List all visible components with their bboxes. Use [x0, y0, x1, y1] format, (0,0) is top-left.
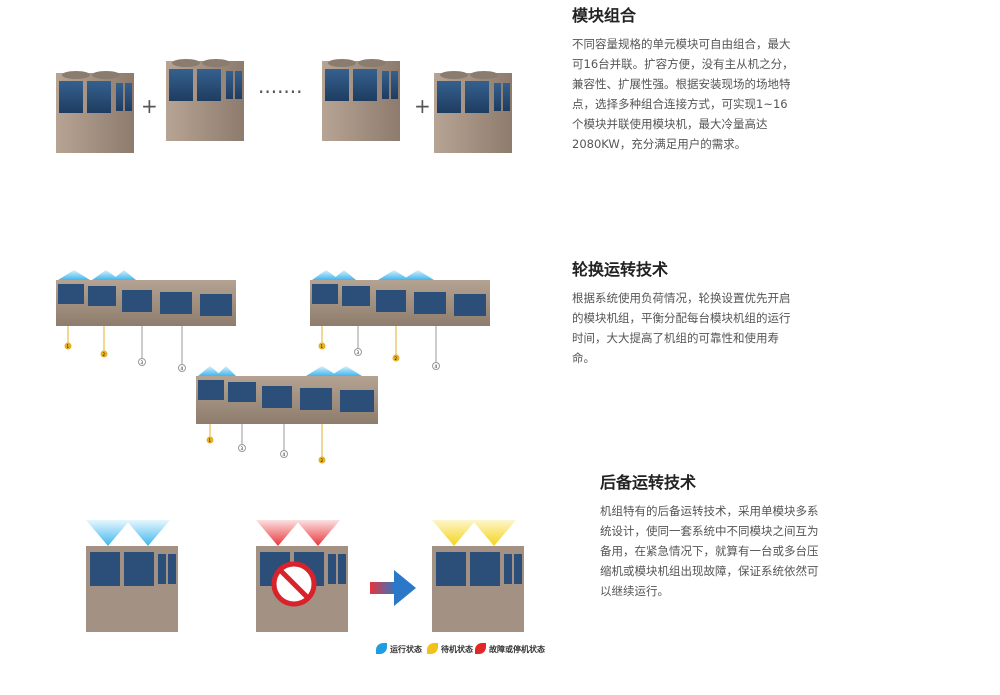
legend-swatch-fault-icon — [475, 643, 486, 654]
legend-label-running: 运行状态 — [390, 645, 422, 654]
plus-sign-1: + — [141, 94, 158, 118]
text-line: 兼容性、扩展性强。根据安装现场的场地特 — [572, 77, 791, 91]
legend-swatch-running-icon — [376, 643, 387, 654]
text-line: 2080KW，充分满足用户的需求。 — [572, 137, 747, 151]
module-unit-1 — [56, 71, 134, 153]
svg-text:1: 1 — [321, 344, 324, 349]
text-line: 时间，大大提高了机组的可靠性和使用寿 — [572, 331, 779, 345]
text-line: 个模块并联使用模块机，最大冷量高达 — [572, 117, 768, 131]
svg-text:4: 4 — [283, 452, 286, 457]
rotation-group-3: 1 3 4 2 — [196, 366, 378, 464]
svg-text:3: 3 — [241, 446, 244, 451]
text-line: 点，选择多种组合连接方式，可实现1~16 — [572, 97, 788, 111]
section-text-combo: 不同容量规格的单元模块可自由组合，最大 可16台并联。扩容方便，没有主从机之分，… — [572, 34, 832, 154]
svg-text:1: 1 — [67, 344, 70, 349]
status-legend: 运行状态 待机状态 故障或停机状态 — [376, 642, 576, 658]
module-unit-2 — [166, 59, 244, 141]
legend-label-fault: 故障或停机状态 — [489, 645, 545, 654]
section-text-backup: 机组特有的后备运转技术，采用单模块多系 统设计，使同一套系统中不同模块之间互为 … — [600, 501, 840, 601]
rotation-group-1: 1 2 3 4 — [56, 270, 236, 372]
ellipsis-dots: ······· — [258, 80, 303, 104]
text-line: 缩机或模块机组出现故障，保证系统依然可 — [600, 564, 819, 578]
legend-label-standby: 待机状态 — [441, 645, 473, 654]
section-title-backup: 后备运转技术 — [600, 473, 697, 492]
section-title-combo: 模块组合 — [572, 6, 637, 25]
text-line: 备用，在紧急情况下，就算有一台或多台压 — [600, 544, 819, 558]
text-line: 机组特有的后备运转技术，采用单模块多系 — [600, 504, 819, 518]
backup-unit-running — [86, 520, 178, 632]
svg-text:3: 3 — [357, 350, 360, 355]
plus-sign-2: + — [414, 94, 431, 118]
section-title-rotation: 轮换运转技术 — [572, 260, 669, 279]
module-unit-3 — [322, 59, 400, 141]
text-line: 根据系统使用负荷情况，轮换设置优先开启 — [572, 291, 791, 305]
svg-text:3: 3 — [141, 360, 144, 365]
text-line: 可16台并联。扩容方便，没有主从机之分， — [572, 57, 794, 71]
legend-swatch-standby-icon — [427, 643, 438, 654]
no-entry-icon — [271, 561, 317, 607]
rotation-group-2: 1 3 2 4 — [310, 270, 490, 370]
module-unit-4 — [434, 71, 512, 153]
text-line: 命。 — [572, 351, 595, 365]
svg-text:4: 4 — [181, 366, 184, 371]
text-line: 以继续运行。 — [600, 584, 669, 598]
svg-text:2: 2 — [395, 356, 398, 361]
text-line: 统设计，使同一套系统中不同模块之间互为 — [600, 524, 819, 538]
svg-text:2: 2 — [103, 352, 106, 357]
svg-text:4: 4 — [435, 364, 438, 369]
svg-text:1: 1 — [209, 438, 212, 443]
combo-units-svg — [56, 59, 512, 153]
rotation-illustration: 1 2 3 4 1 3 2 4 1 3 4 2 — [56, 270, 490, 464]
backup-unit-fault — [256, 520, 348, 632]
section-text-rotation: 根据系统使用负荷情况，轮换设置优先开启 的模块机组，平衡分配每台模块机组的运行 … — [572, 288, 832, 368]
combo-illustration — [50, 55, 530, 165]
backup-illustration — [86, 520, 524, 632]
text-line: 不同容量规格的单元模块可自由组合，最大 — [572, 37, 791, 51]
transition-arrow-icon — [370, 570, 416, 606]
text-line: 的模块机组，平衡分配每台模块机组的运行 — [572, 311, 791, 325]
svg-text:2: 2 — [321, 458, 324, 463]
backup-unit-standby — [432, 520, 524, 632]
